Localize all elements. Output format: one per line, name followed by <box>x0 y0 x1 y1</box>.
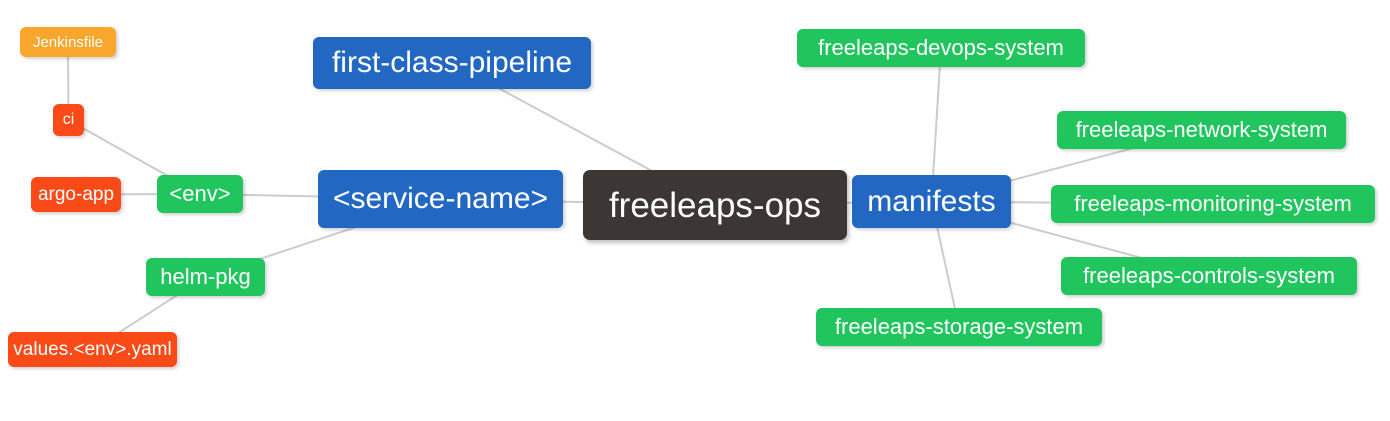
mindmap-node-freeleaps-ops[interactable]: freeleaps-ops <box>583 170 847 240</box>
mindmap-node-freeleaps-network-system[interactable]: freeleaps-network-system <box>1057 111 1346 149</box>
mindmap-node-manifests[interactable]: manifests <box>852 175 1011 228</box>
mindmap-node-jenkinsfile[interactable]: Jenkinsfile <box>20 27 116 57</box>
mindmap-node-freeleaps-devops-system[interactable]: freeleaps-devops-system <box>797 29 1085 67</box>
mindmap-node-argo-app[interactable]: argo-app <box>31 177 121 212</box>
mindmap-node-first-class-pipeline[interactable]: first-class-pipeline <box>313 37 591 89</box>
mindmap-node-freeleaps-controls-system[interactable]: freeleaps-controls-system <box>1061 257 1357 295</box>
mindmap-node-env[interactable]: <env> <box>157 175 243 213</box>
mindmap-node-freeleaps-storage-system[interactable]: freeleaps-storage-system <box>816 308 1102 346</box>
mindmap-node-helm-pkg[interactable]: helm-pkg <box>146 258 265 296</box>
mindmap-node-values-env-yaml[interactable]: values.<env>.yaml <box>8 332 177 367</box>
mindmap-node-service-name[interactable]: <service-name> <box>318 170 563 228</box>
mindmap-node-freeleaps-monitoring-system[interactable]: freeleaps-monitoring-system <box>1051 185 1375 223</box>
mindmap-node-ci[interactable]: ci <box>53 104 84 136</box>
